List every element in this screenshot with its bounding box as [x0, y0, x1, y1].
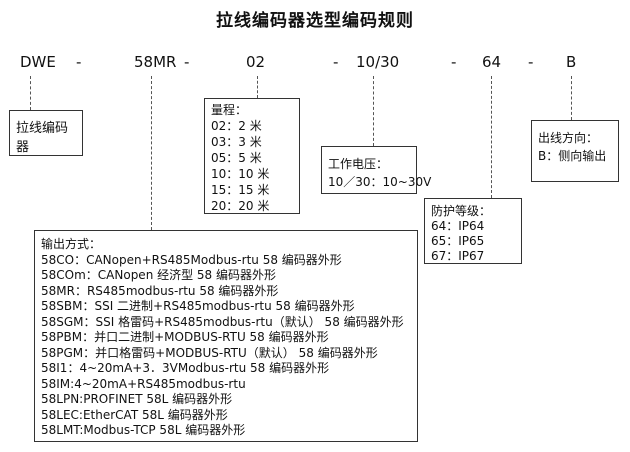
range-box-line: 02：2 米 [211, 119, 262, 133]
type-box-line: 器 [16, 140, 30, 155]
range-box-line: 20：20 米 [211, 199, 270, 213]
connector-voltage [373, 76, 374, 146]
protection-box-line: 防护等级： [431, 204, 492, 218]
output-box-line: 58COm：CANopen 经济型 58 编码器外形 [41, 268, 277, 282]
direction-box-line: 出线方向： [538, 131, 599, 145]
voltage-box-line: 10／30：10~30V [328, 175, 432, 189]
voltage-box: 工作电压： 10／30：10~30V [321, 146, 432, 194]
output-box-line: 58LPN:PROFINET 58L 编码器外形 [41, 392, 233, 406]
code-separator: - [184, 53, 190, 71]
connector-direction [571, 76, 572, 120]
connector-type [30, 76, 31, 110]
code-range: 02 [246, 53, 266, 71]
output-box-line: 58PGM：并口格雷码+MODBUS-RTU（默认） 58 编码器外形 [41, 345, 378, 360]
output-box-line: 58CO：CANopen+RS485Modbus-rtu 58 编码器外形 [41, 252, 342, 267]
range-box-line: 15：15 米 [211, 183, 270, 197]
code-prefix: DWE [20, 53, 56, 71]
range-box-line: 05：5 米 [211, 151, 262, 165]
output-box-line: 58SBM：SSI 二进制+RS485modbus-rtu 58 编码器外形 [41, 299, 355, 313]
code-protection: 64 [482, 53, 502, 71]
direction-box: 出线方向： B：侧向输出 [531, 120, 619, 182]
output-box-line: 58PBM：并口二进制+MODBUS-RTU 58 编码器外形 [41, 330, 329, 344]
range-box-line: 03：3 米 [211, 135, 262, 149]
output-box-line: 58LMT:Modbus-TCP 58L 编码器外形 [41, 423, 246, 437]
range-box-line: 量程： [211, 103, 248, 117]
code-direction: B [566, 53, 577, 71]
output-box-line: 58IM:4~20mA+RS485modbus-rtu [41, 376, 246, 391]
range-box-line: 10：10 米 [211, 167, 270, 181]
protection-box-line: 65：IP65 [431, 234, 485, 248]
output-box-line: 58MR：RS485modbus-rtu 58 编码器外形 [41, 283, 279, 298]
protection-box-line: 67：IP67 [431, 249, 485, 263]
voltage-box-line: 工作电压： [328, 157, 389, 171]
code-separator: - [451, 53, 457, 71]
output-box-line: 58I1：4~20mA+3．3VModbus-rtu 58 编码器外形 [41, 361, 330, 375]
connector-output [151, 76, 152, 230]
type-box: 拉线编码 器 [9, 110, 83, 156]
page-title: 拉线编码器选型编码规则 [216, 11, 414, 31]
connector-range [257, 76, 258, 98]
range-box: 量程： 02：2 米 03：3 米 05：5 米 10：10 米 15：15 米… [204, 98, 300, 214]
output-box-line: 58SGM：SSI 格雷码+RS485modbus-rtu（默认） 58 编码器… [41, 314, 404, 329]
output-box-line: 输出方式： [41, 237, 102, 251]
code-voltage: 10/30 [356, 53, 400, 71]
connector-protection [491, 76, 492, 198]
output-box: 输出方式： 58CO：CANopen+RS485Modbus-rtu 58 编码… [34, 230, 418, 442]
direction-box-line: B：侧向输出 [538, 149, 607, 163]
code-model: 58MR [134, 53, 177, 71]
output-box-line: 58LEC:EtherCAT 58L 编码器外形 [41, 407, 228, 422]
type-box-line: 拉线编码 [16, 121, 69, 136]
code-separator: - [528, 53, 534, 71]
code-separator: - [76, 53, 82, 71]
protection-box-line: 64：IP64 [431, 219, 485, 233]
protection-box: 防护等级： 64：IP64 65：IP65 67：IP67 [424, 198, 522, 264]
code-separator: - [333, 53, 339, 71]
